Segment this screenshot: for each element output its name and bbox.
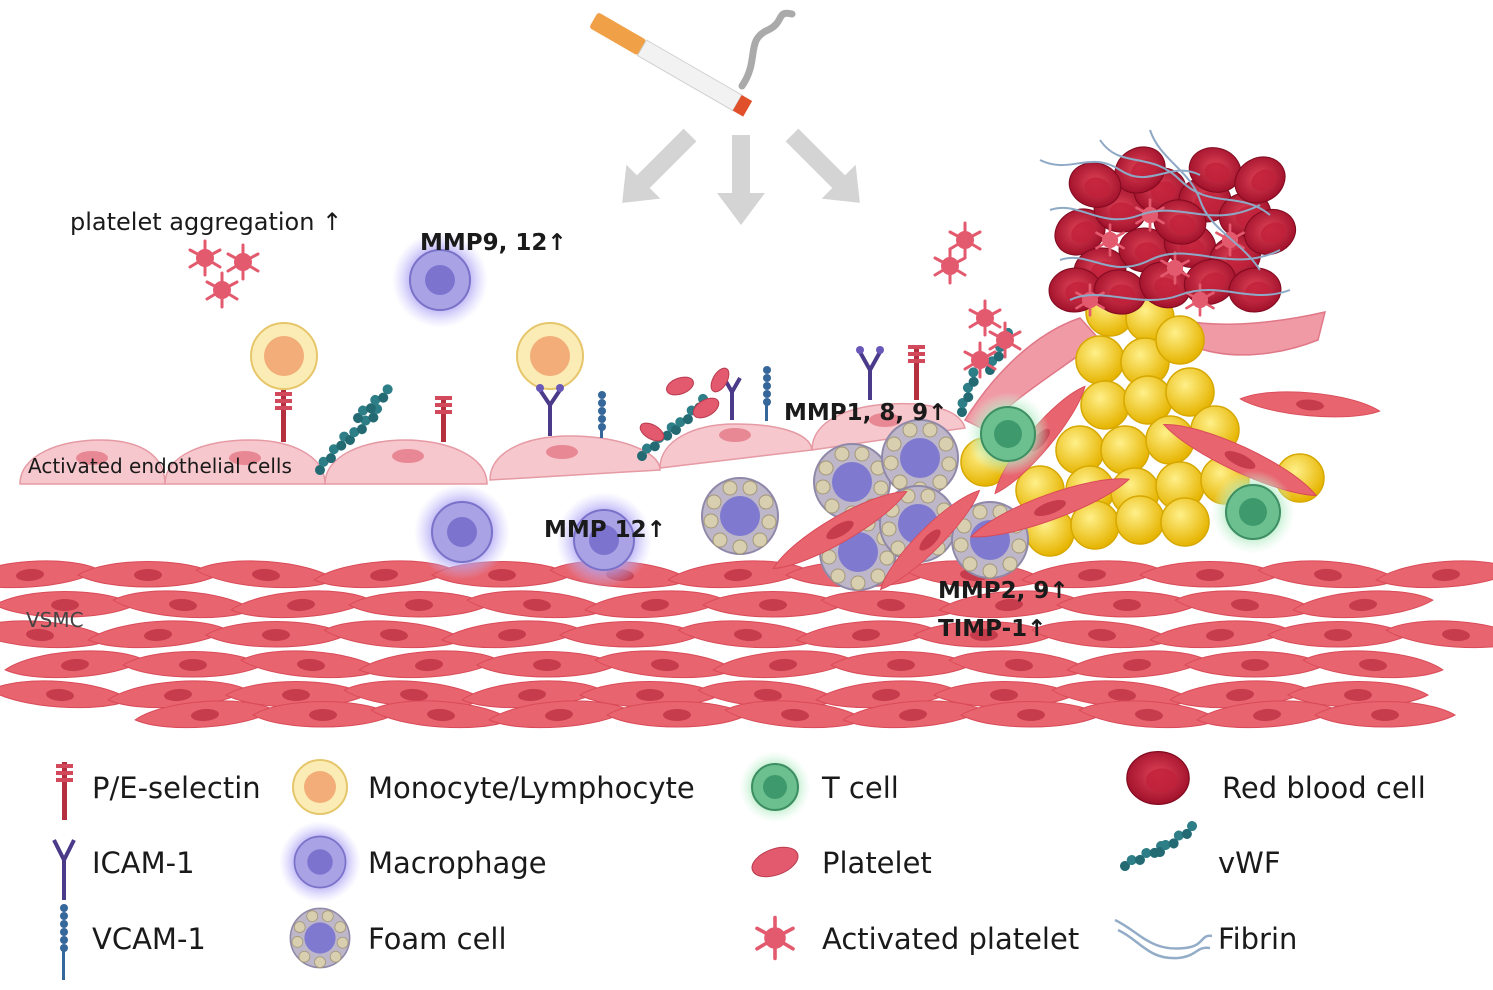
monocyte-icon xyxy=(292,759,348,815)
vsmc-cell xyxy=(1267,621,1409,648)
lipid-droplet xyxy=(1100,425,1150,475)
t-cells xyxy=(966,392,1295,554)
activated-platelet-icon xyxy=(755,915,795,961)
vsmc-cell xyxy=(1374,556,1493,593)
legend-icons xyxy=(52,750,1213,980)
mmp12-label: MMP 12↑ xyxy=(544,517,666,543)
red-blood-cell-icon xyxy=(1126,750,1190,806)
icam-icon xyxy=(52,839,76,900)
cigarette-icon xyxy=(590,9,796,117)
mmp1-8-9-label: MMP1, 8, 9↑ xyxy=(784,400,948,426)
vsmc-cell xyxy=(676,616,820,653)
vwf-icon xyxy=(1116,819,1203,873)
legend-vwf: vWF xyxy=(1218,846,1281,880)
macrophage-icon xyxy=(278,820,362,904)
legend-fibrin: Fibrin xyxy=(1218,922,1298,956)
lipid-droplet xyxy=(1160,497,1210,547)
lipid-droplet xyxy=(1155,315,1205,365)
vsmc-cell xyxy=(239,646,383,683)
vsmc-cell xyxy=(194,556,338,593)
vsmc-cell xyxy=(122,651,264,678)
fibrin-strand xyxy=(1059,249,1281,269)
legend-monocyte: Monocyte/Lymphocyte xyxy=(368,771,695,805)
fibrin-strand xyxy=(1099,139,1271,216)
vsmc-cell xyxy=(0,676,132,713)
fibrin-strand xyxy=(1149,129,1261,271)
thrombus xyxy=(1039,129,1303,319)
mmp2-9-label: MMP2, 9↑ xyxy=(938,578,1069,604)
vsmc-cell xyxy=(1291,586,1435,623)
vsmc-layer xyxy=(0,556,1493,733)
platelet-aggregation-label: platelet aggregation ↑ xyxy=(70,208,343,236)
vsmc-cell xyxy=(205,621,347,648)
vsmc-cell xyxy=(1030,616,1174,653)
monocytes xyxy=(250,322,584,390)
smoke-arrows xyxy=(622,128,860,225)
legend-red-blood-cell: Red blood cell xyxy=(1222,771,1426,805)
t-cell-icon xyxy=(739,751,811,823)
legend-activated-platelet: Activated platelet xyxy=(822,922,1080,956)
foam-cell-icon xyxy=(289,907,351,969)
legend-foam-cell: Foam cell xyxy=(368,922,507,956)
vsmc-cell xyxy=(465,586,609,623)
legend-icam1: ICAM-1 xyxy=(92,846,195,880)
fibrin-strand xyxy=(1069,289,1291,301)
lipid-droplet xyxy=(1075,335,1125,385)
vsmc-cell xyxy=(111,586,255,623)
vsmc-label: VSMC xyxy=(26,608,84,632)
vsmc-cell xyxy=(1384,616,1493,653)
vsmc-cell xyxy=(1056,591,1198,618)
legend-macrophage: Macrophage xyxy=(368,846,547,880)
vsmc-cell xyxy=(1301,646,1445,683)
lipid-droplet xyxy=(1080,380,1130,430)
vsmc-cell xyxy=(1139,561,1281,588)
timp1-label: TIMP-1↑ xyxy=(938,616,1047,642)
endothelial-layer xyxy=(19,310,1327,485)
vsmc-cell xyxy=(830,651,972,678)
legend-platelet: Platelet xyxy=(822,846,932,880)
vsmc-cell xyxy=(1173,586,1317,623)
selectin-icon xyxy=(56,762,73,820)
vsmc-cell xyxy=(947,646,1091,683)
vcam-icon xyxy=(60,904,68,980)
fibrin-strand xyxy=(1039,159,1201,179)
lipid-droplet xyxy=(1115,495,1165,545)
vsmc-cell xyxy=(593,646,737,683)
legend-t-cell: T cell xyxy=(822,771,899,805)
endothelial-label: Activated endothelial cells xyxy=(28,454,292,478)
vsmc-cell xyxy=(322,616,466,653)
fibrin-strand xyxy=(1049,204,1261,221)
legend-vcam1: VCAM-1 xyxy=(92,922,206,956)
vsmc-cell xyxy=(348,591,490,618)
legend-pe-selectin: P/E-selectin xyxy=(92,771,261,805)
vsmc-cell xyxy=(476,651,618,678)
vsmc-cell xyxy=(559,621,701,648)
vsmc-cell xyxy=(702,591,844,618)
mmp9-12-label: MMP9, 12↑ xyxy=(420,230,567,256)
vsmc-cell xyxy=(1184,651,1326,678)
vsmc-cell xyxy=(1256,556,1400,593)
fibrin-icon xyxy=(1114,918,1213,960)
vsmc-cell xyxy=(77,561,219,588)
platelet-icon xyxy=(751,846,799,878)
platelets xyxy=(639,367,730,442)
